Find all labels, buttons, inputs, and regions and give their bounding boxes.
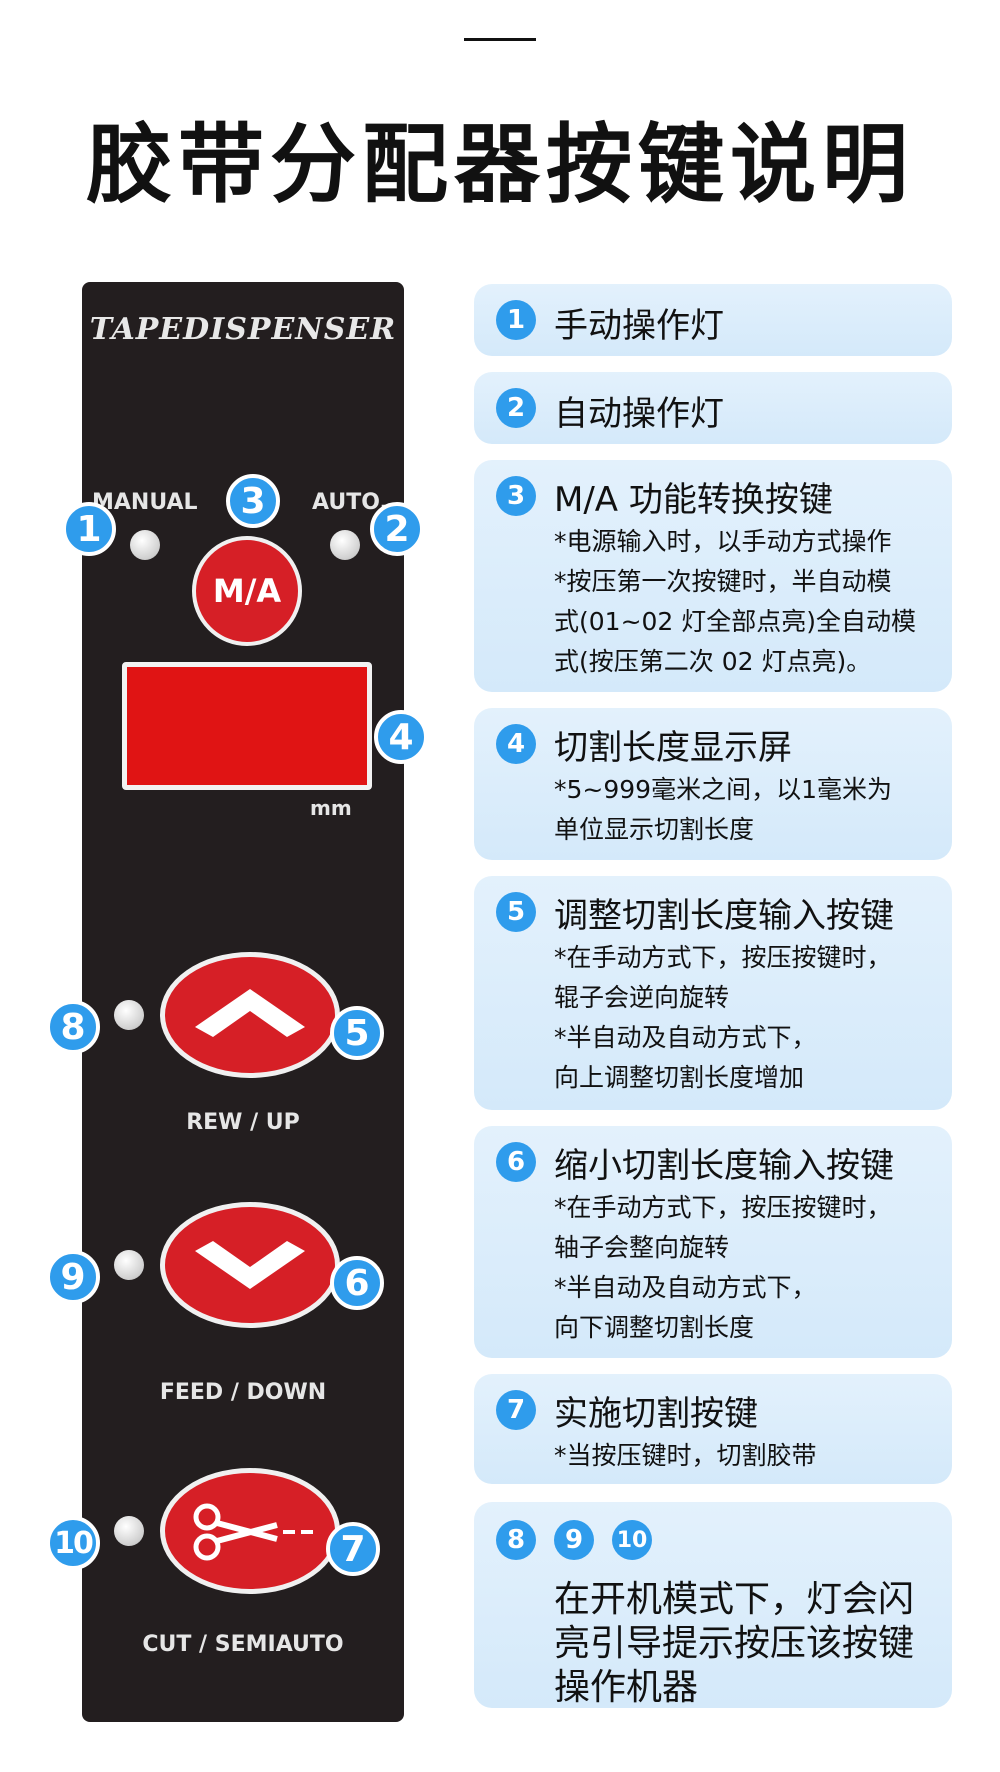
card-note: *当按压键时，切割胶带 [554, 1441, 817, 1470]
card-2: 2 自动操作灯 [474, 372, 952, 444]
feed-down-label: FEED / DOWN [159, 1380, 327, 1405]
card-description: 在开机模式下，灯会闪 亮引导提示按压该按键 操作机器 [554, 1578, 934, 1710]
callout-7: 7 [326, 1522, 380, 1576]
card-number: 1 [496, 300, 536, 340]
cut-led [114, 1516, 144, 1546]
unit-label: mm [310, 796, 352, 820]
card-3: 3 M/A 功能转换按键 *电源输入时，以手动方式操作 *按压第一次按键时，半自… [474, 460, 952, 692]
card-note: *按压第一次按键时，半自动模 [554, 567, 892, 596]
manual-led [130, 530, 160, 560]
card-number: 2 [496, 388, 536, 428]
card-line: 在开机模式下，灯会闪 [554, 1579, 915, 1620]
callout-2: 2 [370, 502, 424, 556]
card-number: 10 [612, 1520, 652, 1560]
cut-button[interactable] [160, 1468, 340, 1594]
card-1: 1 手动操作灯 [474, 284, 952, 356]
callout-5: 5 [330, 1006, 384, 1060]
card-note: 式(按压第二次 02 灯点亮)。 [554, 647, 872, 676]
scissors-icon [193, 1503, 313, 1561]
card-title: 手动操作灯 [554, 306, 724, 346]
card-number: 4 [496, 724, 536, 764]
card-number: 3 [496, 476, 536, 516]
card-title: 缩小切割长度输入按键 [554, 1146, 894, 1186]
card-number: 5 [496, 892, 536, 932]
callout-1: 1 [62, 502, 116, 556]
card-number: 6 [496, 1142, 536, 1182]
auto-label: AUTO. [312, 490, 388, 515]
callout-8: 8 [46, 1000, 100, 1054]
callout-4: 4 [374, 710, 428, 764]
cut-label: CUT / SEMIAUTO [142, 1632, 344, 1657]
card-note: *半自动及自动方式下， [554, 1023, 817, 1052]
callout-3: 3 [226, 474, 280, 528]
callout-9: 9 [46, 1250, 100, 1304]
brand-label: TAPEDISPENSER [89, 312, 397, 347]
card-6: 6 缩小切割长度输入按键 *在手动方式下，按压按键时， 轴子会整向旋转 *半自动… [474, 1126, 952, 1358]
feed-down-button[interactable] [160, 1202, 340, 1328]
card-note: *5~999毫米之间，以1毫米为 [554, 775, 892, 804]
auto-led [330, 530, 360, 560]
length-display [122, 662, 372, 790]
rew-up-label: REW / UP [186, 1110, 300, 1135]
card-title: 切割长度显示屏 [554, 728, 792, 768]
rew-up-button[interactable] [160, 952, 340, 1078]
card-8-9-10: 8 9 10 在开机模式下，灯会闪 亮引导提示按压该按键 操作机器 [474, 1502, 952, 1708]
chevron-up-icon [195, 989, 305, 1037]
card-note: 向下调整切割长度 [554, 1313, 755, 1342]
card-number: 7 [496, 1390, 536, 1430]
card-note: 轴子会整向旋转 [554, 1233, 730, 1262]
card-7: 7 实施切割按键 *当按压键时，切割胶带 [474, 1374, 952, 1484]
card-note: *电源输入时，以手动方式操作 [554, 527, 892, 556]
card-4: 4 切割长度显示屏 *5~999毫米之间，以1毫米为 单位显示切割长度 [474, 708, 952, 860]
top-divider [464, 38, 536, 41]
card-number: 8 [496, 1520, 536, 1560]
card-note: *在手动方式下，按压按键时， [554, 943, 892, 972]
card-number: 9 [554, 1520, 594, 1560]
ma-button[interactable]: M/A [192, 536, 302, 646]
card-line: 亮引导提示按压该按键 [554, 1623, 915, 1664]
callout-10: 10 [46, 1516, 100, 1570]
card-title: M/A 功能转换按键 [554, 480, 833, 520]
card-5: 5 调整切割长度输入按键 *在手动方式下，按压按键时， 辊子会逆向旋转 *半自动… [474, 876, 952, 1110]
page-title: 胶带分配器按键说明 [86, 115, 914, 215]
chevron-down-icon [195, 1241, 305, 1289]
feed-led [114, 1250, 144, 1280]
card-title: 自动操作灯 [554, 394, 724, 434]
card-note: *在手动方式下，按压按键时， [554, 1193, 892, 1222]
card-note: 单位显示切割长度 [554, 815, 755, 844]
card-note: 向上调整切割长度增加 [554, 1063, 805, 1092]
card-note: 式(01~02 灯全部点亮)全自动模 [554, 607, 917, 636]
card-line: 操作机器 [554, 1667, 699, 1708]
card-title: 调整切割长度输入按键 [554, 896, 894, 936]
card-note: 辊子会逆向旋转 [554, 983, 730, 1012]
callout-6: 6 [330, 1256, 384, 1310]
rew-led [114, 1000, 144, 1030]
card-note: *半自动及自动方式下， [554, 1273, 817, 1302]
card-title: 实施切割按键 [554, 1394, 758, 1434]
